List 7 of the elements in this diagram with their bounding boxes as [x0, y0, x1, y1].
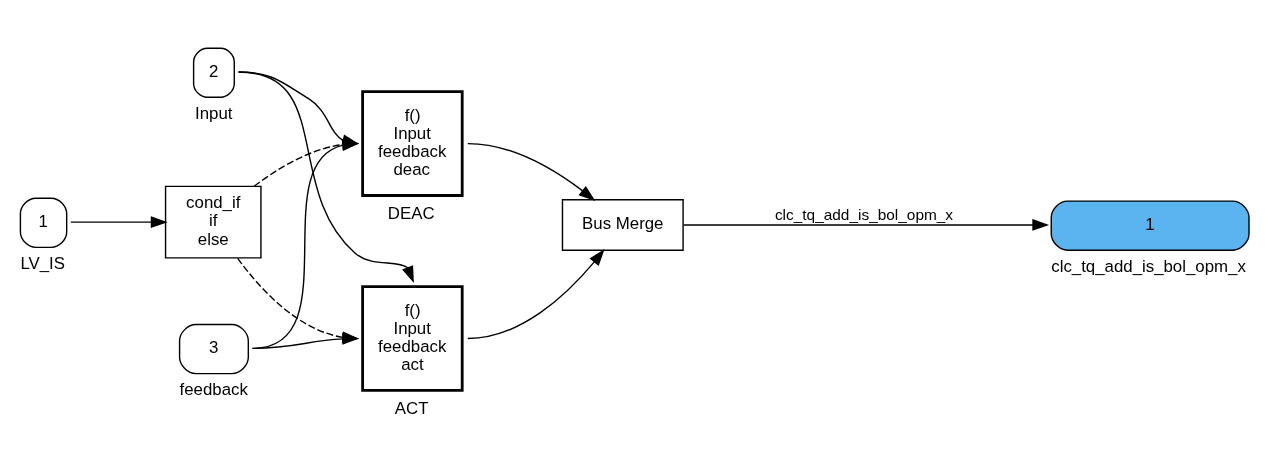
- node-label: LV_IS: [20, 253, 65, 273]
- edge-label: clc_tq_add_is_bol_opm_x: [774, 205, 954, 223]
- node-label: Input: [195, 103, 233, 123]
- node-label: ACT: [394, 398, 429, 418]
- node-label: clc_tq_add_is_bol_opm_x: [1051, 256, 1246, 276]
- node-label: feedback: [179, 379, 248, 399]
- node-label: DEAC: [387, 203, 435, 223]
